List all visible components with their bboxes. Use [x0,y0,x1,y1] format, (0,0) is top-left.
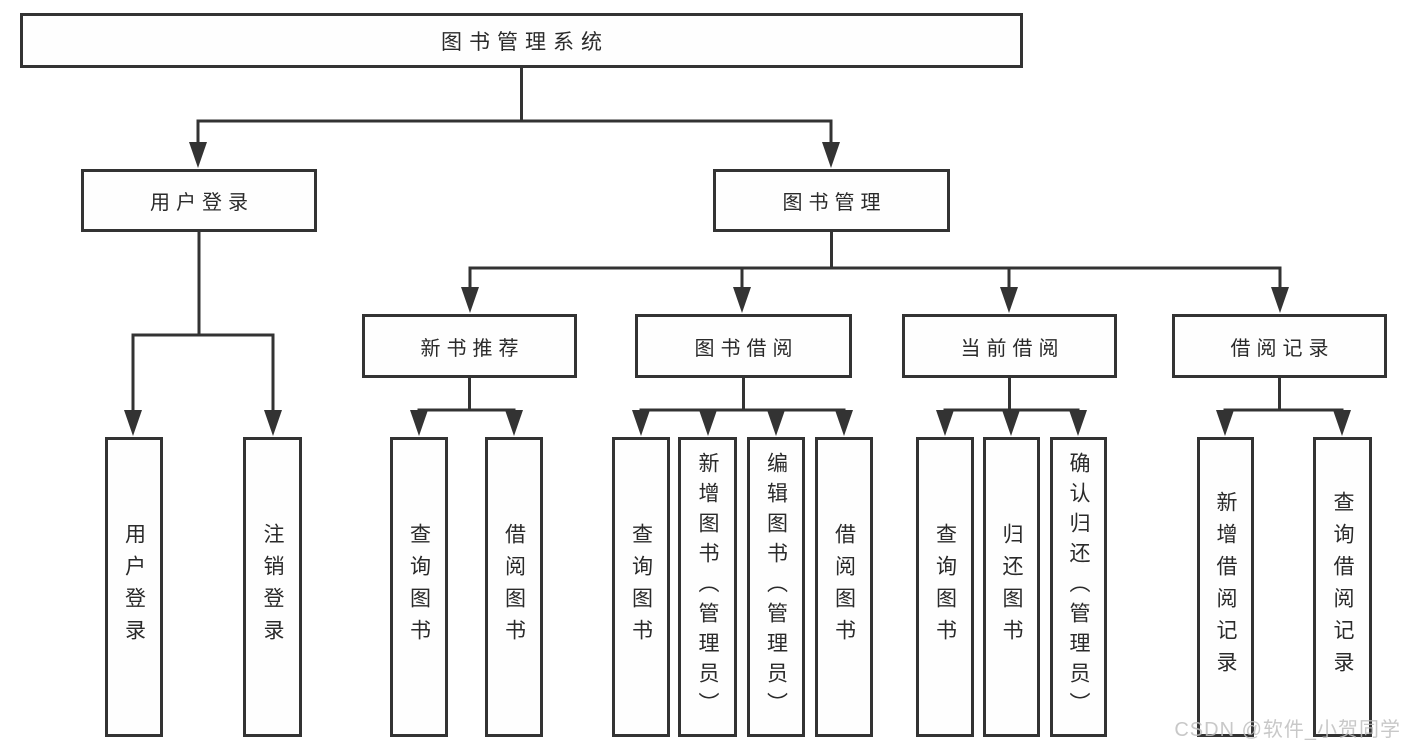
leaf-add-borrow-record-label: 新增借阅记录 [1214,491,1237,683]
node-user-login-label: 用户登录 [150,192,254,214]
connector-userlogin-to-leaves [131,232,275,413]
connector-borrowrecord-to-leaves [1223,378,1344,413]
node-current-borrowing: 当前借阅 [902,314,1117,378]
leaf-query-books-recommend-label: 查询图书 [407,523,431,651]
node-book-borrowing: 图书借阅 [635,314,852,378]
node-borrowing-records-label: 借阅记录 [1230,337,1335,360]
node-book-borrowing-label: 图书借阅 [694,337,799,360]
connector-bookborrow-to-leaves [639,378,846,413]
leaf-user-login-label: 用户登录 [122,523,146,651]
leaf-confirm-return-admin: 确认归还（管理员） [1050,437,1107,737]
node-book-management-label: 图书管理 [782,192,887,214]
leaf-edit-book-admin: 编辑图书（管理员） [747,437,805,737]
leaf-add-book-admin: 新增图书（管理员） [678,437,737,737]
node-current-borrowing-label: 当前借阅 [960,337,1065,360]
leaf-query-books-current: 查询图书 [916,437,974,737]
connector-bookmgmt-to-level3 [468,232,1282,290]
node-user-login: 用户登录 [81,169,317,232]
leaf-add-book-admin-label: 新增图书（管理员） [696,452,719,722]
leaf-return-books-label: 归还图书 [1000,523,1023,651]
leaf-borrow-books-recommend: 借阅图书 [485,437,543,737]
leaf-logout: 注销登录 [243,437,302,737]
node-book-management-system-label: 图书管理系统 [441,30,609,54]
leaf-return-books: 归还图书 [983,437,1040,737]
leaf-edit-book-admin-label: 编辑图书（管理员） [764,452,788,722]
leaf-query-books-current-label: 查询图书 [933,523,957,651]
node-new-book-recommend-label: 新书推荐 [420,337,525,360]
node-new-book-recommend: 新书推荐 [362,314,577,378]
leaf-borrow-books-recommend-label: 借阅图书 [502,523,526,651]
node-book-management-system: 图书管理系统 [20,13,1023,68]
leaf-borrow-books: 借阅图书 [815,437,873,737]
leaf-query-borrow-record-label: 查询借阅记录 [1331,491,1354,683]
leaf-query-borrow-record: 查询借阅记录 [1313,437,1372,737]
leaf-query-books-borrow-label: 查询图书 [629,523,653,651]
leaf-query-books-recommend: 查询图书 [390,437,448,737]
leaf-add-borrow-record: 新增借阅记录 [1197,437,1254,737]
connector-root-to-level2 [196,68,833,145]
connector-newbook-to-leaves [417,378,516,413]
watermark: CSDN @软件_小贺同学 [1174,719,1401,741]
leaf-user-login: 用户登录 [105,437,163,737]
node-borrowing-records: 借阅记录 [1172,314,1387,378]
connector-currentborrow-to-leaves [943,378,1080,413]
leaf-logout-label: 注销登录 [261,523,284,651]
leaf-borrow-books-label: 借阅图书 [832,523,856,651]
node-book-management: 图书管理 [713,169,950,232]
leaf-query-books-borrow: 查询图书 [612,437,670,737]
leaf-confirm-return-admin-label: 确认归还（管理员） [1067,452,1090,722]
